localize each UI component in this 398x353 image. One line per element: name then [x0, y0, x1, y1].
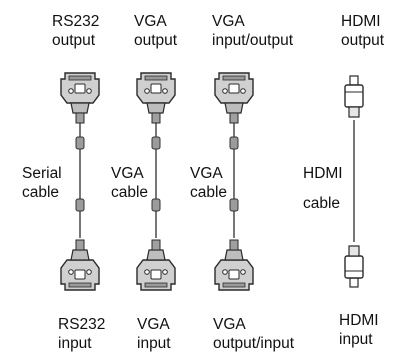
vga-output-input-connector [214, 239, 254, 291]
vga-output-connector [136, 72, 176, 124]
vga-input-connector [136, 239, 176, 291]
ferrite-bead [75, 198, 85, 212]
hdmi-input-connector [344, 245, 364, 288]
ferrite-bead [229, 136, 239, 150]
ferrite-bead [75, 136, 85, 150]
ferrite-bead [229, 198, 239, 212]
hdmi-output-connector [344, 75, 364, 118]
rs232-output-connector [60, 72, 100, 124]
ferrite-bead [151, 136, 161, 150]
ferrite-bead [151, 198, 161, 212]
rs232-input-connector [60, 239, 100, 291]
vga-input-output-connector [214, 72, 254, 124]
